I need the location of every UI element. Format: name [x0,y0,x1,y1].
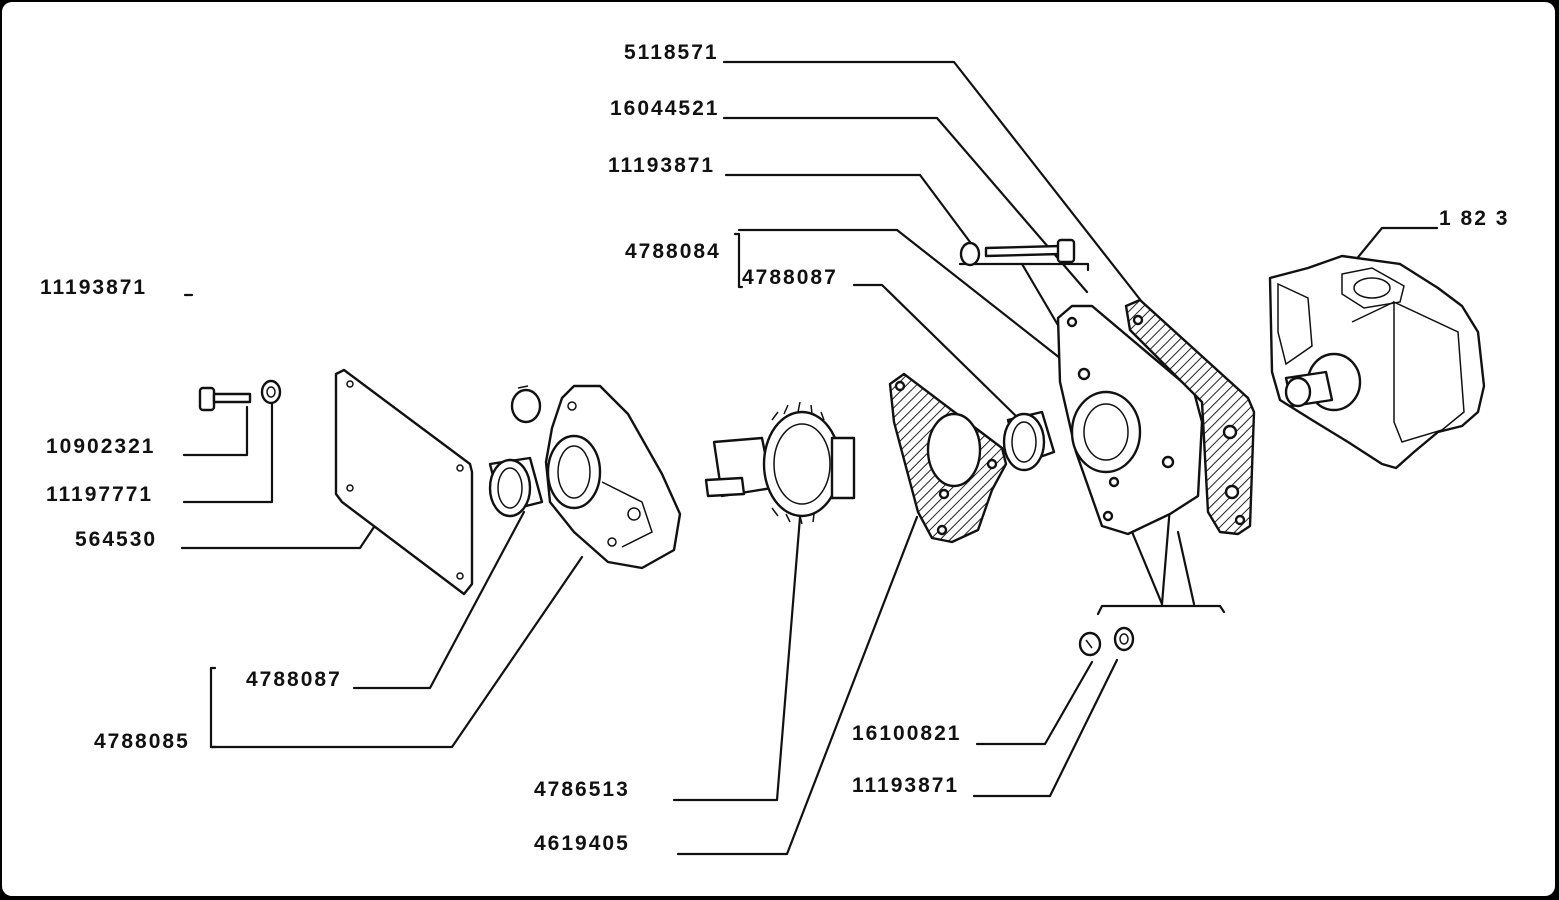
leader-4788087-bottom [352,510,526,690]
label-5118571: 5118571 [624,41,719,64]
bracket-4788084 [733,232,744,289]
leader-1823 [1348,226,1439,269]
leader-564530 [180,525,376,550]
leader-4788087-top [852,283,1019,419]
gasket-5118571 [1124,298,1256,536]
housing-4788085 [544,384,682,570]
label-4786513: 4786513 [534,778,630,801]
label-16100821: 16100821 [852,722,961,745]
cover-plate-564530 [334,368,474,596]
label-11197771: 11197771 [46,483,153,506]
gear-shaft-4786513 [704,401,856,525]
leader-16100821 [975,660,1094,746]
label-16044521: 16044521 [610,97,719,120]
bolt-11193871-top [959,238,1076,267]
bushing-4788087-right [1002,410,1056,472]
leader-4786513 [672,515,802,802]
leader-4619405 [676,515,919,856]
label-4788085: 4788085 [94,730,190,753]
leader-lines [180,60,1439,856]
label-11193871-top: 11193871 [608,154,715,177]
leader-4788085 [209,555,584,749]
label-11193871-bottom: 11193871 [852,774,959,797]
label-4619405: 4619405 [534,832,630,855]
leader-10902321 [182,405,249,457]
leader-11197771 [182,400,274,504]
leader-16044521 [722,116,1089,294]
label-10902321: 10902321 [46,435,155,458]
plug-small [510,385,542,424]
bracket-4788085 [209,666,218,749]
label-564530: 564530 [75,528,157,551]
label-4788084: 4788084 [625,240,721,263]
label-11193871-left: 11193871 [40,276,147,299]
washer-11197771 [260,379,282,405]
bracket-washers [1096,604,1226,616]
leader-11193871-top [724,173,972,244]
nut-11193871-bottom [1113,626,1135,652]
gearbox-1823 [1268,254,1486,470]
flange-4788084 [1056,304,1204,536]
label-4788087-top: 4788087 [742,266,838,289]
bushing-4788087-left [488,456,544,518]
label-4788087-bottom: 4788087 [246,668,342,691]
gasket-4619405 [888,372,1008,544]
leader-11193871-bottom [972,658,1119,798]
label-1823: 1 82 3 [1439,207,1509,230]
bolt-10902321 [198,386,252,412]
leader-5118571 [722,60,1144,304]
leader-4788084 [737,228,1067,364]
washer-16100821 [1078,631,1102,657]
